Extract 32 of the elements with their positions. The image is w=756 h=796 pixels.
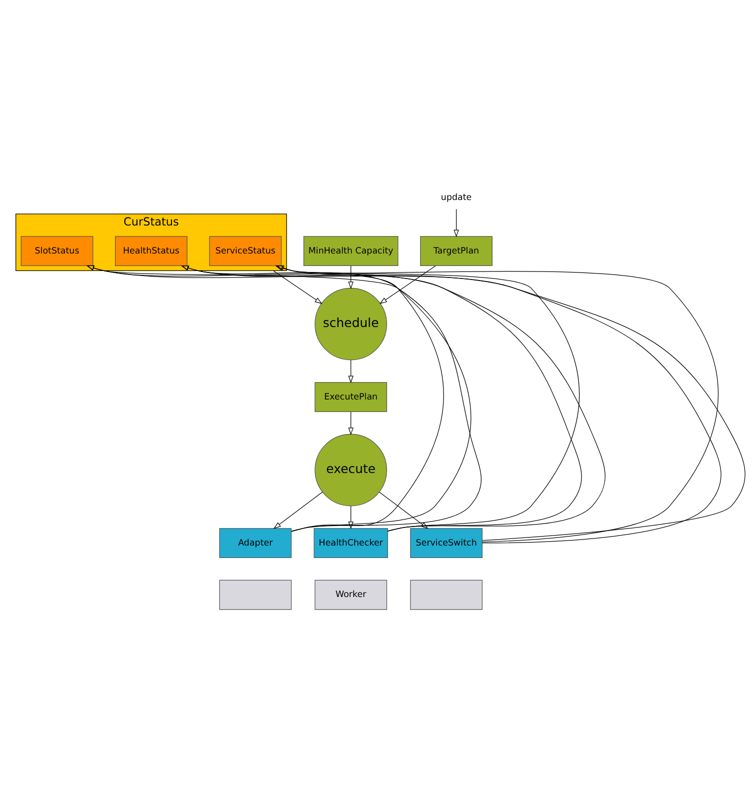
node-box: MinHealth Capacity bbox=[303, 236, 398, 266]
arrow bbox=[348, 506, 354, 530]
node-box: HealthStatus bbox=[115, 236, 188, 266]
node-box: ServiceStatus bbox=[209, 236, 282, 266]
arrow bbox=[348, 412, 354, 436]
arrow bbox=[276, 265, 444, 532]
arrow bbox=[348, 266, 354, 290]
arrow bbox=[86, 265, 482, 532]
arrow bbox=[181, 266, 472, 532]
arrow bbox=[379, 266, 436, 304]
node-box: HealthChecker bbox=[314, 528, 388, 558]
arrow bbox=[181, 265, 582, 532]
arrow bbox=[273, 270, 322, 304]
arrow bbox=[86, 265, 746, 541]
arrow bbox=[86, 265, 606, 532]
arrow bbox=[275, 265, 580, 532]
node-text: update bbox=[440, 193, 472, 204]
node-box: TargetPlan bbox=[420, 236, 492, 266]
node-circle: execute bbox=[314, 434, 388, 506]
node-box: ServiceSwitch bbox=[410, 528, 483, 558]
arrow bbox=[378, 492, 428, 529]
arrow bbox=[275, 265, 719, 542]
arrow bbox=[348, 360, 354, 384]
node-box: ExecutePlan bbox=[314, 382, 388, 412]
arrow bbox=[180, 265, 722, 544]
arrow bbox=[454, 208, 459, 238]
node-box bbox=[410, 580, 483, 610]
node-box: SlotStatus bbox=[20, 236, 94, 266]
node-box bbox=[219, 580, 292, 610]
arrow bbox=[273, 492, 323, 529]
node-box: Adapter bbox=[219, 528, 292, 558]
node-box: Worker bbox=[314, 580, 388, 610]
